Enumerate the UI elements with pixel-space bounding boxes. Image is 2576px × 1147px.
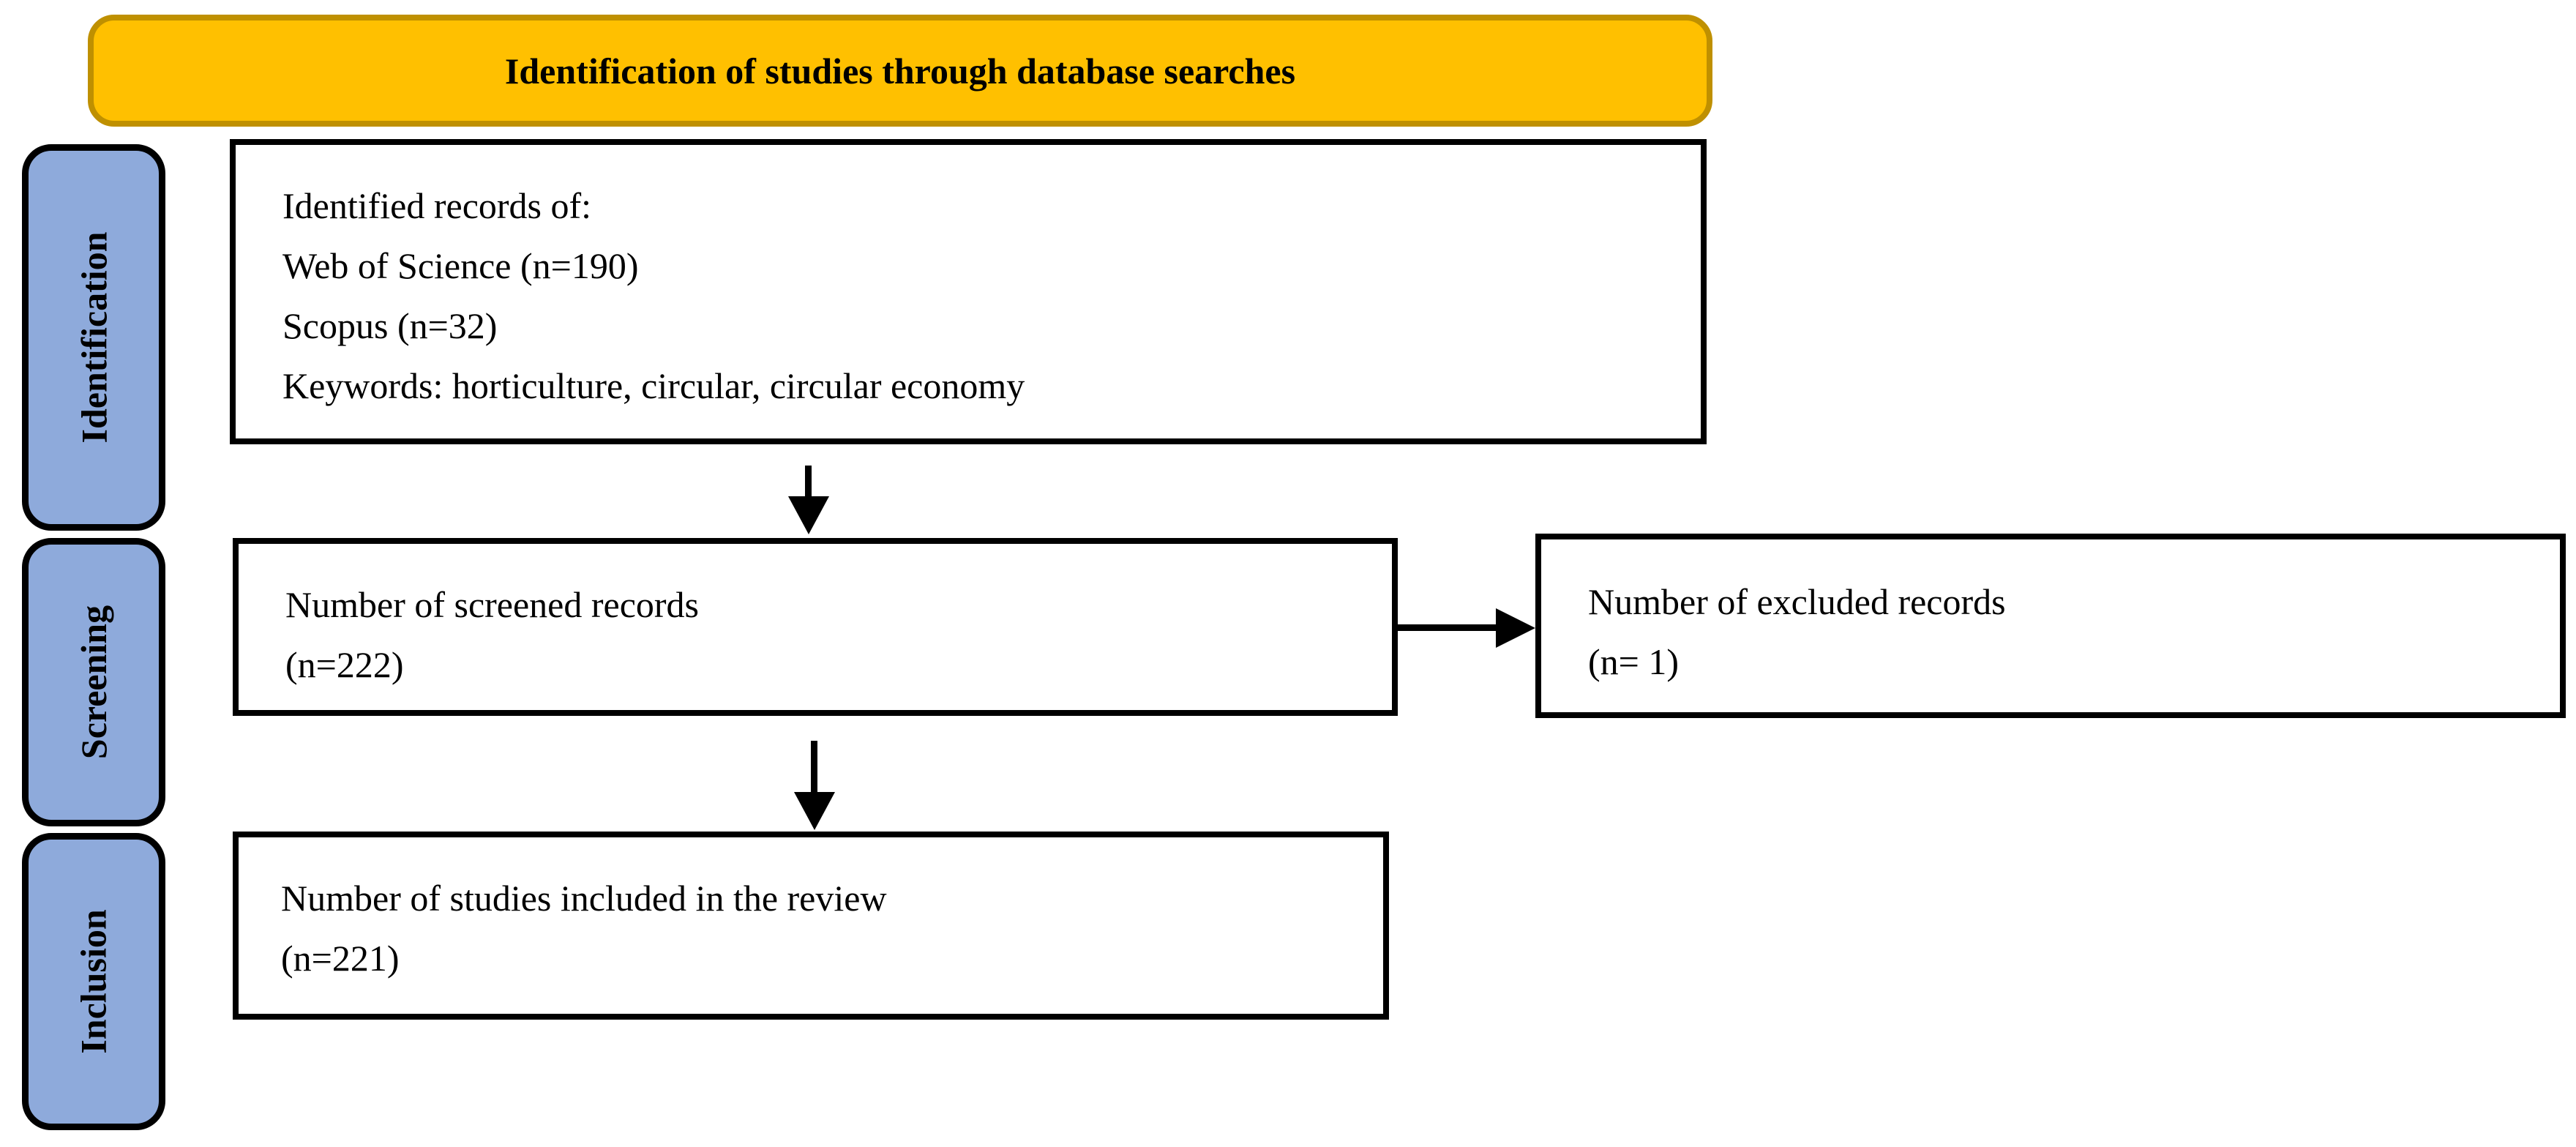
down-arrow-icon — [788, 496, 829, 534]
down-arrow-icon — [794, 792, 835, 830]
banner-title: Identification of studies through databa… — [504, 50, 1296, 91]
stage-inclusion: Inclusion — [22, 833, 165, 1130]
arrow-identified-to-screened-stem — [805, 466, 812, 499]
stage-inclusion-label: Inclusion — [73, 909, 115, 1054]
identified-records-line: Web of Science (n=190) — [282, 245, 639, 286]
right-arrow-icon — [1496, 608, 1535, 648]
arrow-screened-to-included-stem — [811, 741, 817, 795]
identified-records-line: Scopus (n=32) — [282, 305, 498, 346]
stage-identification-label: Identification — [73, 231, 114, 444]
stage-screening-label: Screening — [73, 605, 114, 760]
identified-records-line: Keywords: horticulture, circular, circul… — [282, 365, 1025, 406]
banner: Identification of studies through databa… — [88, 15, 1712, 127]
excluded-records-line: Number of excluded records — [1588, 581, 2006, 622]
box-screened-records: Number of screened records (n=222) — [233, 538, 1398, 716]
arrow-screened-to-excluded-stem — [1395, 624, 1497, 631]
stage-screening: Screening — [22, 538, 165, 826]
box-identified-records: Identified records of: Web of Science (n… — [230, 139, 1707, 444]
excluded-records-count: (n= 1) — [1588, 641, 1679, 682]
screened-records-count: (n=222) — [285, 644, 404, 685]
box-included-studies: Number of studies included in the review… — [233, 832, 1389, 1020]
box-excluded-records: Number of excluded records (n= 1) — [1535, 534, 2566, 718]
screened-records-line: Number of screened records — [285, 584, 700, 625]
stage-identification: Identification — [22, 144, 165, 531]
included-studies-count: (n=221) — [281, 938, 400, 979]
included-studies-line: Number of studies included in the review — [281, 878, 887, 919]
identified-records-line: Identified records of: — [282, 185, 592, 226]
